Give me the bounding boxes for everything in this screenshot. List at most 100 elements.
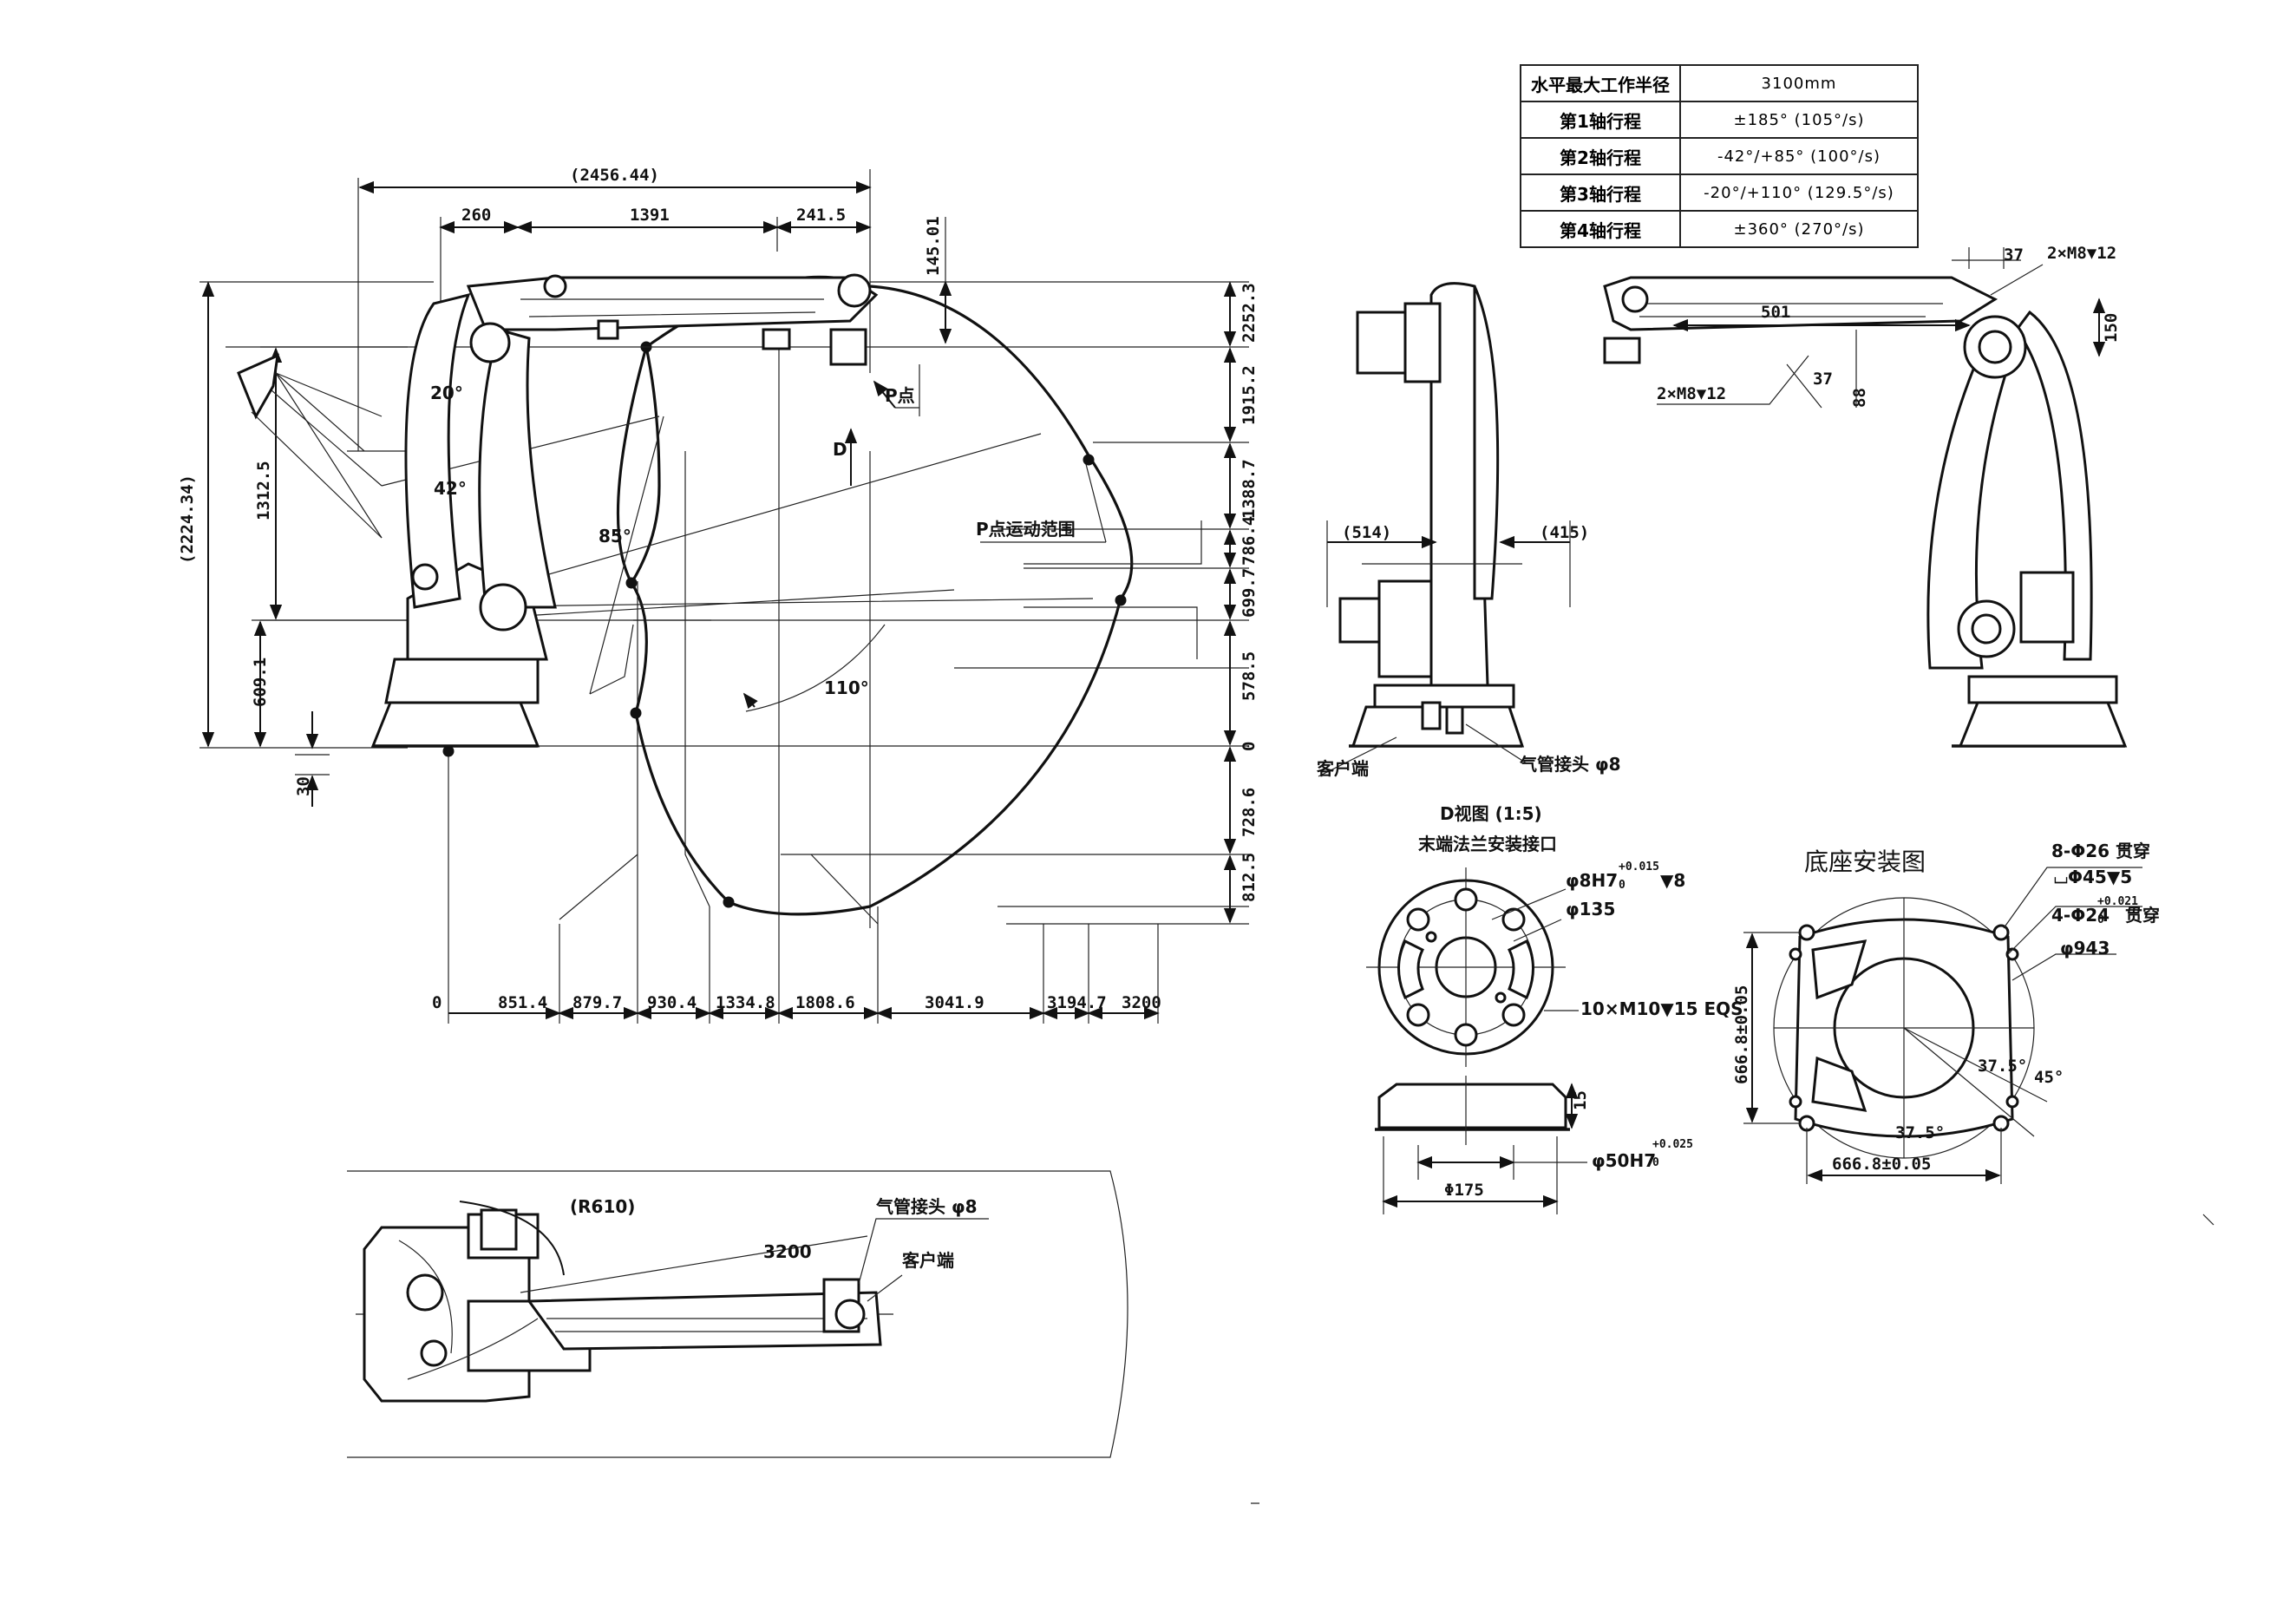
base-view: 底座安装图 8-Φ26 贯穿 ⌴Φ45▼5 4-Φ24 +0.021 0 贯穿 … <box>1732 841 2160 1184</box>
dim-241: 241.5 <box>796 206 846 225</box>
range-point <box>630 707 642 719</box>
dim-overall-width: (2456.44) <box>570 166 659 185</box>
side-view: (2456.44) 260 1391 241.5 145.01 (2224.34… <box>178 166 1259 1024</box>
spec-label: 第1轴行程 <box>1520 101 1681 139</box>
dim-609: 609.1 <box>251 658 270 707</box>
angle-110: 110° <box>824 677 869 698</box>
p-point-label: P点 <box>885 385 915 406</box>
dim-30: 30 <box>294 776 313 796</box>
spec-value: -42°/+85° (100°/s) <box>1679 137 1919 175</box>
base-dim-vertical: 666.8±0.05 <box>1732 985 1751 1084</box>
flange-note-od: Φ175 <box>1444 1181 1484 1200</box>
d-view-title: D视图 (1:5) <box>1440 803 1542 824</box>
top-reach-label: 3200 <box>763 1241 812 1262</box>
flange-note-thickness: 15 <box>1571 1090 1590 1110</box>
base-note-diameter: φ943 <box>2060 938 2110 959</box>
air-fitting-label: 气管接头 φ8 <box>1519 754 1621 775</box>
dim-1388: 1388.7 <box>1240 459 1259 519</box>
top-radius-label: (R610) <box>570 1196 635 1217</box>
range-point <box>1083 454 1095 466</box>
dim-1915: 1915.2 <box>1240 365 1259 425</box>
flange-note-pin-upper-tol: +0.015 <box>1619 861 1659 874</box>
dim-x-1334: 1334.8 <box>716 993 775 1012</box>
dim-x-3041: 3041.9 <box>925 993 984 1012</box>
spec-value: ±185° (105°/s) <box>1679 101 1919 139</box>
spec-value: 3100mm <box>1679 64 1919 102</box>
base-origin-point <box>442 745 455 757</box>
angle-20: 20° <box>430 383 463 403</box>
dim-699: 699.7 <box>1240 568 1259 618</box>
dim-2252: 2252.3 <box>1240 283 1259 343</box>
top-view: (R610) 3200 气管接头 φ8 客户端 <box>347 1170 1128 1458</box>
dim-1312: 1312.5 <box>254 461 273 520</box>
dim-415: (415) <box>1540 523 1589 542</box>
dim-x-930: 930.4 <box>647 993 697 1012</box>
dim-145: 145.01 <box>924 216 943 276</box>
d-view: D视图 (1:5) 末端法兰安装接口 φ8H7 +0.015 0 ▼8 φ135… <box>1366 803 1743 1214</box>
spec-row: 第3轴行程-20°/+110° (129.5°/s) <box>1520 173 1919 212</box>
base-note-pin-upper-tol: +0.021 <box>2097 895 2138 908</box>
flange-note-bore-upper-tol: +0.025 <box>1652 1138 1693 1151</box>
dim-x-3200: 3200 <box>1122 993 1161 1012</box>
dim-786: 786.4 <box>1240 516 1259 566</box>
dim-150: 150 <box>2102 313 2121 343</box>
rear-view: (514) (415) 客户端 气管接头 φ8 <box>1316 282 1621 779</box>
right-view: 37 2×M8▼12 501 150 37 88 2×M8▼12 <box>1603 244 2128 748</box>
flange-note-threads: 10×M10▼15 EQS <box>1580 998 1743 1019</box>
p-point-motion-range <box>616 275 1134 916</box>
spec-label: 水平最大工作半径 <box>1520 64 1681 102</box>
spec-label: 第2轴行程 <box>1520 137 1681 175</box>
dim-m8-top: 2×M8▼12 <box>2047 244 2116 263</box>
angle-42: 42° <box>434 478 467 499</box>
dim-0-right: 0 <box>1240 742 1259 751</box>
base-note-counterbore: ⌴Φ45▼5 <box>2054 867 2132 887</box>
dim-260: 260 <box>461 206 491 225</box>
dim-578: 578.5 <box>1240 651 1259 701</box>
dim-1391: 1391 <box>630 206 670 225</box>
spec-row: 第2轴行程-42°/+85° (100°/s) <box>1520 137 1919 175</box>
dim-728: 728.6 <box>1240 788 1259 837</box>
base-dim-horizontal: 666.8±0.05 <box>1832 1155 1931 1174</box>
dim-2224: (2224.34) <box>178 474 197 564</box>
flange-note-pin-depth: ▼8 <box>1660 870 1685 891</box>
base-note-pin-thru: 贯穿 <box>2125 905 2160 926</box>
dim-x-1808: 1808.6 <box>795 993 855 1012</box>
spec-label: 第4轴行程 <box>1520 210 1681 248</box>
flange-note-bore: φ50H7 <box>1592 1150 1656 1171</box>
range-label: P点运动范围 <box>976 519 1076 540</box>
range-point <box>723 896 735 908</box>
dim-37-top: 37 <box>2004 245 2024 265</box>
dim-501: 501 <box>1761 303 1790 322</box>
base-note-thru-holes: 8-Φ26 贯穿 <box>2051 841 2150 861</box>
base-view-title: 底座安装图 <box>1804 847 1926 876</box>
base-note-pin-holes: 4-Φ24 <box>2051 905 2110 926</box>
dim-37-bottom: 37 <box>1813 370 1833 389</box>
dim-m8-bottom: 2×M8▼12 <box>1657 384 1726 403</box>
spec-row: 第4轴行程±360° (270°/s) <box>1520 210 1919 248</box>
spec-label: 第3轴行程 <box>1520 173 1681 212</box>
robot-side-body <box>237 273 879 748</box>
flange-note-pcd: φ135 <box>1566 899 1615 919</box>
spec-row: 第1轴行程±185° (105°/s) <box>1520 101 1919 139</box>
view-d-marker: D <box>833 439 847 460</box>
dim-x-3194: 3194.7 <box>1047 993 1107 1012</box>
spec-value: -20°/+110° (129.5°/s) <box>1679 173 1919 212</box>
base-note-pin-lower-tol: 0 <box>2097 913 2104 926</box>
range-point <box>1115 594 1127 606</box>
base-angle-upper: 37.5° <box>1978 1057 2027 1076</box>
customer-port-label: 客户端 <box>1316 758 1369 779</box>
flange-note-bore-lower-tol: 0 <box>1652 1156 1659 1169</box>
base-angle-lower: 37.5° <box>1895 1123 1945 1142</box>
flange-note-pin-lower-tol: 0 <box>1619 879 1626 892</box>
dim-x-0: 0 <box>432 993 442 1012</box>
spec-value: ±360° (270°/s) <box>1679 210 1919 248</box>
dim-88: 88 <box>1850 388 1869 408</box>
dim-812: 812.5 <box>1240 853 1259 902</box>
flange-note-pin: φ8H7 <box>1566 870 1618 891</box>
base-angle-45: 45° <box>2034 1068 2064 1087</box>
dim-x-879: 879.7 <box>572 993 622 1012</box>
dim-514: (514) <box>1342 523 1391 542</box>
